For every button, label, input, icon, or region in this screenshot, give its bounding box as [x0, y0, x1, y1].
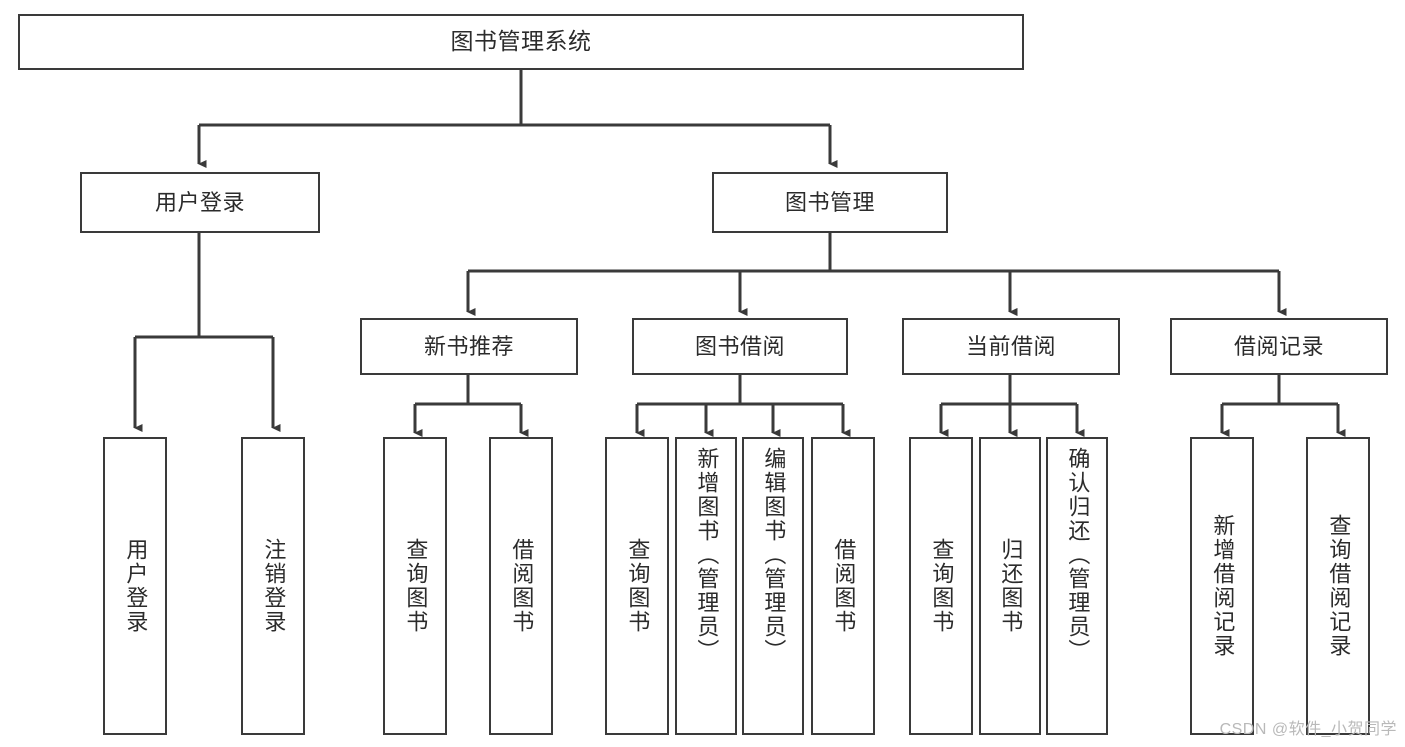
node-label: 借阅图书: [831, 538, 857, 634]
node-label: 查询图书: [403, 538, 429, 634]
leaf-edit-book-admin[interactable]: 编辑图书（管理员）: [742, 437, 804, 735]
node-label: 编辑图书（管理员）: [761, 447, 787, 663]
node-borrow-record[interactable]: 借阅记录: [1170, 318, 1388, 375]
leaf-query-borrow-record[interactable]: 查询借阅记录: [1306, 437, 1370, 735]
node-new-book-recommend[interactable]: 新书推荐: [360, 318, 578, 375]
node-book-borrow[interactable]: 图书借阅: [632, 318, 848, 375]
leaf-query-book-new-recommend[interactable]: 查询图书: [383, 437, 447, 735]
leaf-borrow-book-new-recommend[interactable]: 借阅图书: [489, 437, 553, 735]
node-label: 新增图书（管理员）: [694, 447, 720, 663]
leaf-add-book-admin[interactable]: 新增图书（管理员）: [675, 437, 737, 735]
leaf-user-logout[interactable]: 注销登录: [241, 437, 305, 735]
node-label: 图书管理: [784, 189, 875, 215]
node-label: 查询借阅记录: [1326, 514, 1352, 658]
node-label: 借阅记录: [1233, 333, 1324, 359]
leaf-confirm-return-admin[interactable]: 确认归还（管理员）: [1046, 437, 1108, 735]
leaf-user-login[interactable]: 用户登录: [103, 437, 167, 735]
node-label: 用户登录: [123, 538, 149, 634]
node-label: 确认归还（管理员）: [1065, 447, 1091, 663]
node-label: 注销登录: [261, 538, 287, 634]
node-label: 归还图书: [998, 538, 1024, 634]
node-label: 查询图书: [625, 538, 651, 634]
watermark: CSDN @软件_小贺同学: [1219, 721, 1397, 738]
node-label: 新增借阅记录: [1210, 514, 1236, 658]
node-root-book-management-system[interactable]: 图书管理系统: [18, 14, 1024, 70]
node-label: 借阅图书: [509, 538, 535, 634]
node-label: 查询图书: [929, 538, 955, 634]
node-book-management[interactable]: 图书管理: [712, 172, 948, 233]
node-label: 图书借阅: [694, 333, 785, 359]
node-current-borrow[interactable]: 当前借阅: [902, 318, 1120, 375]
node-label: 新书推荐: [423, 333, 514, 359]
leaf-query-book-borrow[interactable]: 查询图书: [605, 437, 669, 735]
leaf-return-book[interactable]: 归还图书: [979, 437, 1041, 735]
leaf-add-borrow-record[interactable]: 新增借阅记录: [1190, 437, 1254, 735]
node-label: 当前借阅: [965, 333, 1056, 359]
node-user-login[interactable]: 用户登录: [80, 172, 320, 233]
leaf-borrow-book-borrow[interactable]: 借阅图书: [811, 437, 875, 735]
node-label: 图书管理系统: [450, 28, 592, 55]
leaf-query-book-current[interactable]: 查询图书: [909, 437, 973, 735]
node-label: 用户登录: [154, 189, 245, 215]
